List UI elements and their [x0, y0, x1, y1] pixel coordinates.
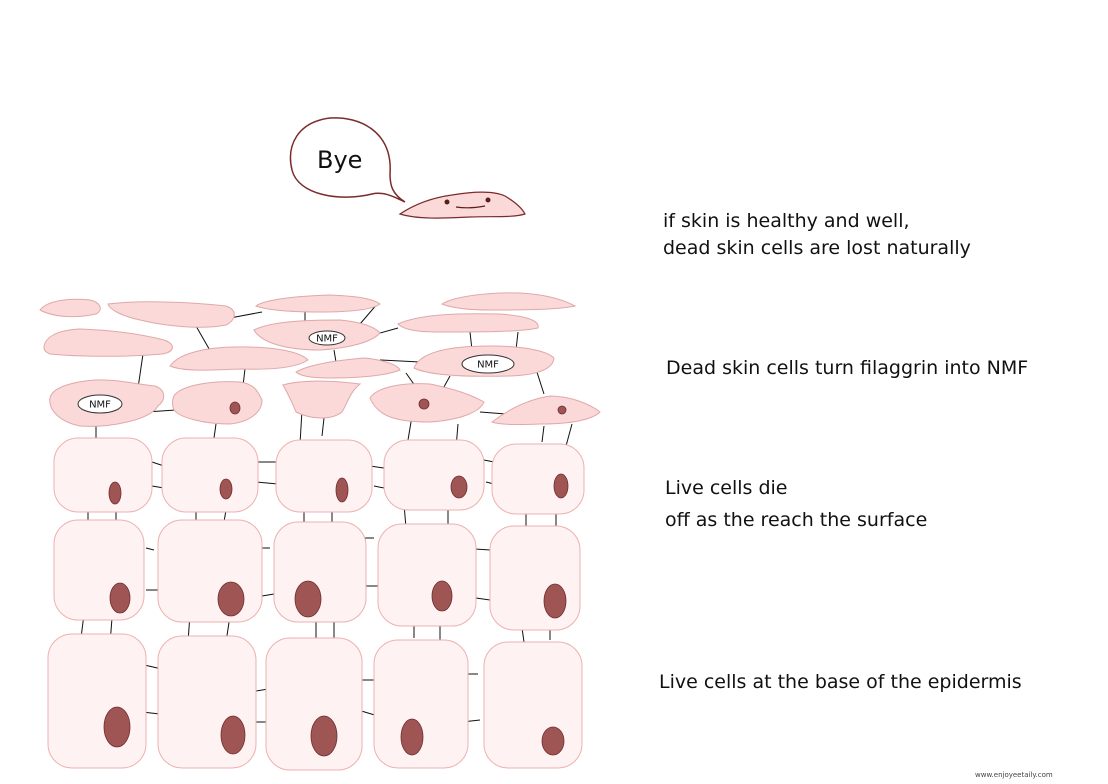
- nucleus: [109, 582, 131, 614]
- dead-cell: [295, 357, 401, 379]
- live-cell: [383, 439, 485, 511]
- nucleus: [541, 726, 565, 756]
- connector-line: [373, 485, 385, 489]
- live-cell: [157, 519, 263, 623]
- connector-line: [137, 353, 144, 389]
- connector-line: [479, 411, 507, 415]
- live-cell: [373, 639, 469, 769]
- dead-cell: [172, 381, 263, 425]
- nuclei: [103, 398, 569, 757]
- speech-bubble-text: Bye: [317, 146, 363, 174]
- connector-line: [541, 425, 545, 443]
- speech-bubble: [289, 117, 406, 203]
- label-shedding-line2: dead skin cells are lost naturally: [663, 237, 971, 259]
- departing-cell: [398, 191, 526, 219]
- nmf-tag-label: NMF: [316, 334, 338, 345]
- cell-eye-right: [485, 197, 491, 203]
- nucleus: [418, 398, 430, 410]
- nucleus: [557, 405, 567, 415]
- dead-cell: [169, 346, 309, 371]
- label-die-line2: off as the reach the surface: [665, 509, 928, 531]
- nucleus: [219, 478, 233, 500]
- live-cell: [377, 523, 477, 627]
- nucleus: [553, 473, 569, 499]
- dead-cell-layers: [39, 292, 601, 427]
- nmf-tag-label: NMF: [477, 360, 499, 371]
- nmf-tag: [461, 354, 515, 374]
- live-cell: [483, 641, 583, 769]
- connector-line: [255, 481, 279, 485]
- dead-cell: [440, 292, 577, 311]
- dead-cell: [254, 294, 381, 313]
- connector-line: [213, 423, 217, 439]
- live-cell: [53, 437, 153, 513]
- watermark: www.enjoyeetaily.com: [975, 771, 1053, 779]
- dead-cell: [282, 380, 362, 419]
- nucleus: [543, 583, 567, 619]
- live-cell: [53, 519, 145, 621]
- nucleus: [229, 401, 241, 415]
- connector-line: [333, 349, 337, 363]
- connector-line: [229, 311, 263, 319]
- nmf-tag: [77, 394, 123, 414]
- connector-line: [261, 593, 275, 597]
- label-die-line1: Live cells die: [665, 477, 788, 499]
- connector-line: [379, 359, 421, 363]
- nucleus: [310, 715, 338, 757]
- live-cell: [275, 439, 373, 513]
- label-shedding-line1: if skin is healthy and well,: [663, 210, 910, 232]
- connector-line: [565, 423, 573, 447]
- connector-line: [379, 327, 399, 334]
- nucleus: [108, 481, 122, 505]
- label-base: Live cells at the base of the epidermis: [659, 671, 1022, 693]
- nucleus: [103, 706, 131, 748]
- connector-line: [299, 409, 303, 445]
- connector-line: [321, 417, 325, 437]
- nmf-tag: [308, 330, 346, 346]
- dead-cell: [43, 328, 173, 357]
- cell-eye-left: [444, 199, 450, 205]
- dead-cell: [397, 313, 539, 333]
- connector-line: [145, 547, 155, 551]
- nucleus: [294, 580, 322, 618]
- live-cell: [161, 437, 259, 513]
- nucleus: [431, 580, 453, 612]
- label-nmf: Dead skin cells turn filaggrin into NMF: [666, 357, 1029, 379]
- cell-mouth: [455, 205, 486, 209]
- live-cell: [47, 633, 147, 769]
- nmf-tag-label: NMF: [89, 400, 111, 411]
- dead-cell: [490, 395, 601, 426]
- live-cell: [489, 525, 581, 631]
- dead-cell: [107, 301, 235, 328]
- connector-line: [475, 597, 491, 601]
- nucleus: [400, 718, 424, 756]
- nucleus: [335, 477, 349, 503]
- live-cell: [265, 637, 363, 771]
- nucleus: [217, 581, 245, 617]
- dead-cell: [39, 298, 101, 318]
- nucleus: [220, 715, 246, 755]
- live-cell: [491, 443, 585, 515]
- nucleus: [450, 475, 468, 499]
- nmf-tags: NMF NMF NMF: [77, 330, 515, 414]
